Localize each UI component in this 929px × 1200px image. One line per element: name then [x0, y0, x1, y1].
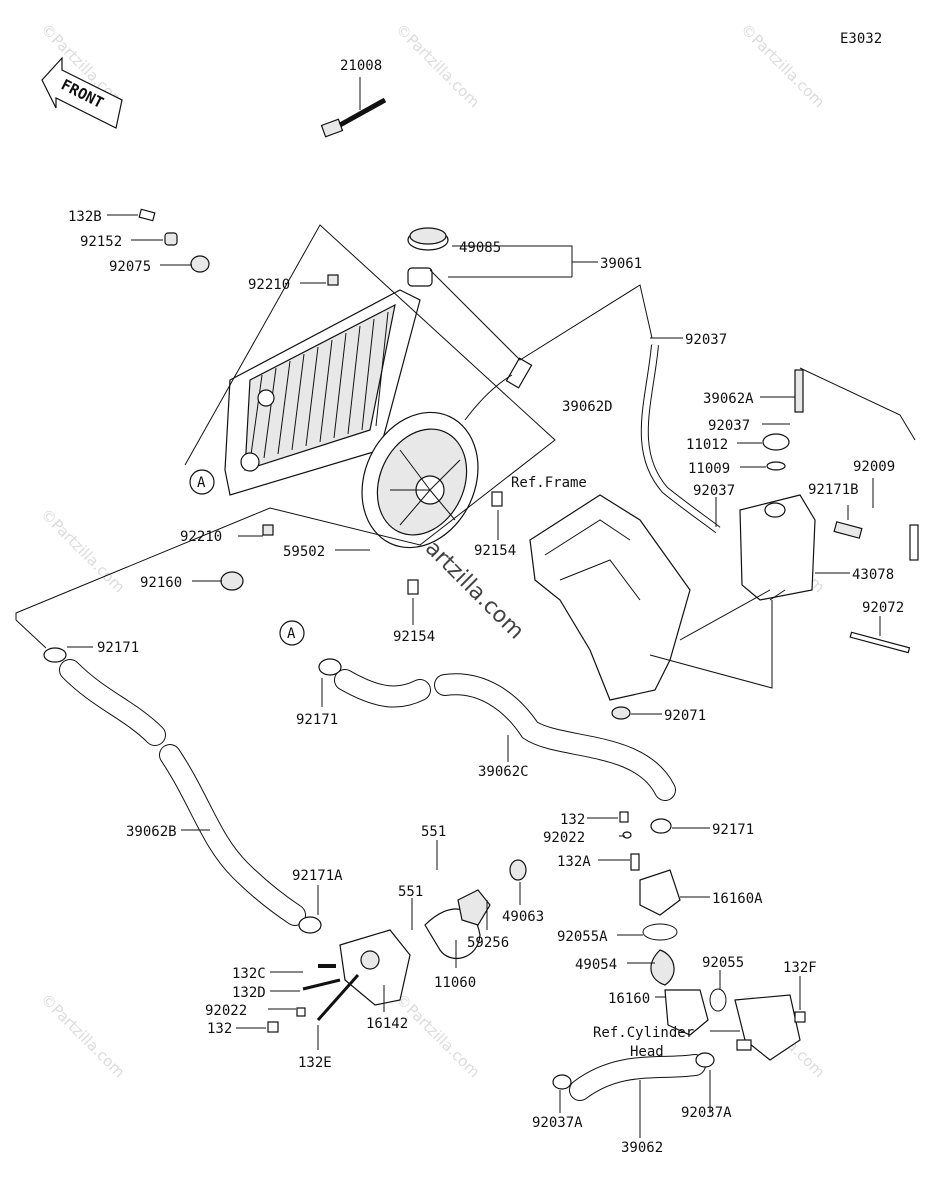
bolt-132B-icon [138, 208, 156, 222]
callout-a-label: A [287, 626, 296, 642]
label-132F: 132F [783, 960, 817, 976]
label-132-b: 132 [207, 1021, 232, 1037]
grommet-92075-icon [190, 255, 210, 273]
callout-a-upper: A [189, 469, 215, 495]
label-92037-b: 92037 [708, 418, 750, 434]
label-92037-c: 92037 [693, 483, 735, 499]
radiator-icon [224, 267, 433, 496]
label-59502: 59502 [283, 544, 325, 560]
frame-bracket-icon [529, 494, 691, 720]
label-59256: 59256 [467, 935, 509, 951]
watermark: ©Partzilla.com [392, 20, 483, 111]
watermark: ©Partzilla.com [37, 990, 128, 1081]
label-21008: 21008 [340, 58, 382, 74]
hose-39062B-icon [59, 659, 306, 926]
label-49085: 49085 [459, 240, 501, 256]
part-labels: 132B 92152 92075 92210 49085 39061 92037… [68, 209, 904, 1156]
label-92055: 92055 [702, 955, 744, 971]
label-92009: 92009 [853, 459, 895, 475]
label-92154-b: 92154 [393, 629, 435, 645]
label-92171A: 92171A [292, 868, 343, 884]
label-43078: 43078 [852, 567, 894, 583]
hose-39062C-icon [334, 669, 676, 801]
label-16142: 16142 [366, 1016, 408, 1032]
label-39062B: 39062B [126, 824, 177, 840]
label-39062A: 39062A [703, 391, 754, 407]
label-132E: 132E [298, 1055, 332, 1071]
label-132: 132 [560, 812, 585, 828]
hose-39062D-icon [640, 344, 721, 534]
label-39062D: 39062D [562, 399, 613, 415]
fan-assembly-icon [361, 357, 533, 549]
label-92055A: 92055A [557, 929, 608, 945]
label-11009: 11009 [688, 461, 730, 477]
watermark: ©Partzilla.com [737, 20, 828, 111]
watermark: ©Partzilla.com [392, 990, 483, 1081]
label-11012: 11012 [686, 437, 728, 453]
label-92210-top: 92210 [248, 277, 290, 293]
label-132D: 132D [232, 985, 266, 1001]
label-92072: 92072 [862, 600, 904, 616]
label-92160: 92160 [140, 575, 182, 591]
watermark: ©Partzilla.com [37, 505, 128, 596]
label-92037A-a: 92037A [532, 1115, 583, 1131]
label-92037A-b: 92037A [681, 1105, 732, 1121]
label-92075: 92075 [109, 259, 151, 275]
ref-cylinder-head-label: Head [630, 1044, 664, 1060]
diagram-code: E3032 [840, 31, 882, 47]
hose-39062-icon [569, 1054, 706, 1101]
label-92171-c: 92171 [712, 822, 754, 838]
ref-cylinder-label: Ref.Cylinder [593, 1025, 694, 1041]
label-16160: 16160 [608, 991, 650, 1007]
label-92210-b: 92210 [180, 529, 222, 545]
label-92152: 92152 [80, 234, 122, 250]
collar-92152-icon [164, 232, 178, 246]
label-92071: 92071 [664, 708, 706, 724]
label-92022: 92022 [543, 830, 585, 846]
water-pump-icon [267, 859, 527, 1033]
label-49054: 49054 [575, 957, 617, 973]
label-551-b: 551 [398, 884, 423, 900]
label-39062: 39062 [621, 1140, 663, 1156]
callout-a-lower: A [279, 620, 305, 646]
label-39061: 39061 [600, 256, 642, 272]
reservoir-tank-icon [739, 369, 919, 654]
label-132C: 132C [232, 966, 266, 982]
label-92171-b: 92171 [296, 712, 338, 728]
label-132A: 132A [557, 854, 591, 870]
label-92171-a: 92171 [97, 640, 139, 656]
clip-92210-icon [262, 274, 339, 536]
label-92154-a: 92154 [474, 543, 516, 559]
label-92022-b: 92022 [205, 1003, 247, 1019]
label-16160A: 16160A [712, 891, 763, 907]
label-132B: 132B [68, 209, 102, 225]
label-49063: 49063 [502, 909, 544, 925]
radiator-cap-icon [407, 227, 449, 251]
leader-lines [15, 214, 916, 1138]
connector-21008-icon [320, 77, 387, 138]
clamp-92171-icon [43, 647, 715, 1090]
callout-a-label: A [197, 475, 206, 491]
label-11060: 11060 [434, 975, 476, 991]
thermostat-housing-icon [619, 811, 806, 1061]
label-551-a: 551 [421, 824, 446, 840]
label-39062C: 39062C [478, 764, 529, 780]
label-92171B: 92171B [808, 482, 859, 498]
bolt-92154-icon [407, 491, 503, 595]
grommet-92160-icon [220, 571, 244, 591]
ref-frame-label: Ref.Frame [511, 475, 587, 491]
label-92037-top: 92037 [685, 332, 727, 348]
